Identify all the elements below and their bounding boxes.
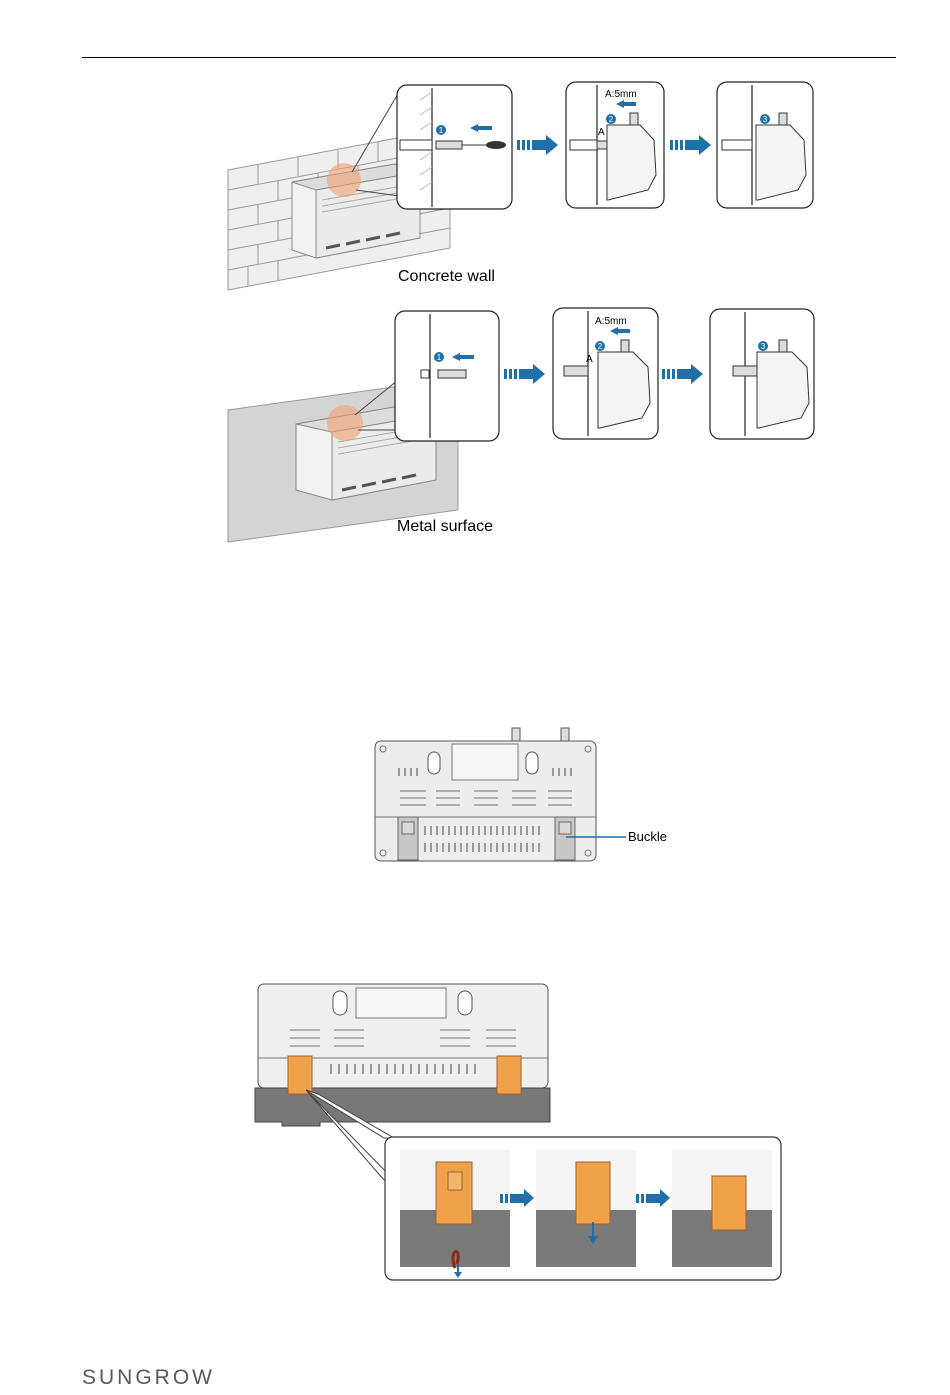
zoom-step-3 bbox=[672, 1150, 772, 1267]
buckle-orange-right bbox=[497, 1056, 521, 1094]
zoom-step-2 bbox=[536, 1150, 636, 1267]
brand-logo: SUNGROW bbox=[82, 1366, 215, 1390]
buckle-orange-left bbox=[288, 1056, 312, 1094]
buckle-release-figure bbox=[0, 0, 950, 1300]
zoom-step-1 bbox=[400, 1150, 510, 1278]
